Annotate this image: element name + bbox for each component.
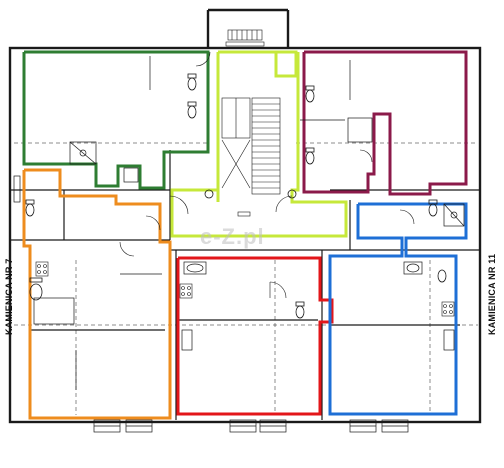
building-label-left: KAMIENICA NR 7 — [4, 258, 14, 335]
top-balcony — [225, 29, 265, 47]
staircase-lime[interactable] — [170, 50, 348, 238]
apartment-red[interactable] — [176, 256, 334, 416]
bottom-balconies — [93, 419, 409, 433]
apartment-green[interactable] — [22, 50, 210, 190]
beam-lines — [14, 142, 478, 415]
interior-walls — [10, 150, 480, 420]
stair-icon — [221, 97, 281, 195]
building-label-right: KAMIENICA NR 11 — [487, 253, 497, 335]
outer-walls — [8, 8, 482, 424]
markers — [204, 189, 297, 217]
apartment-orange[interactable] — [22, 168, 172, 420]
watermark: e-Z.pl — [200, 224, 265, 249]
door-icon — [119, 51, 415, 299]
stove-icon — [35, 261, 455, 317]
apartment-purple[interactable] — [302, 50, 468, 196]
shower-icon — [69, 117, 465, 227]
apartment-blue[interactable] — [328, 202, 468, 416]
details — [13, 56, 455, 390]
sink-icon — [123, 167, 423, 275]
wc-icon — [25, 73, 447, 319]
